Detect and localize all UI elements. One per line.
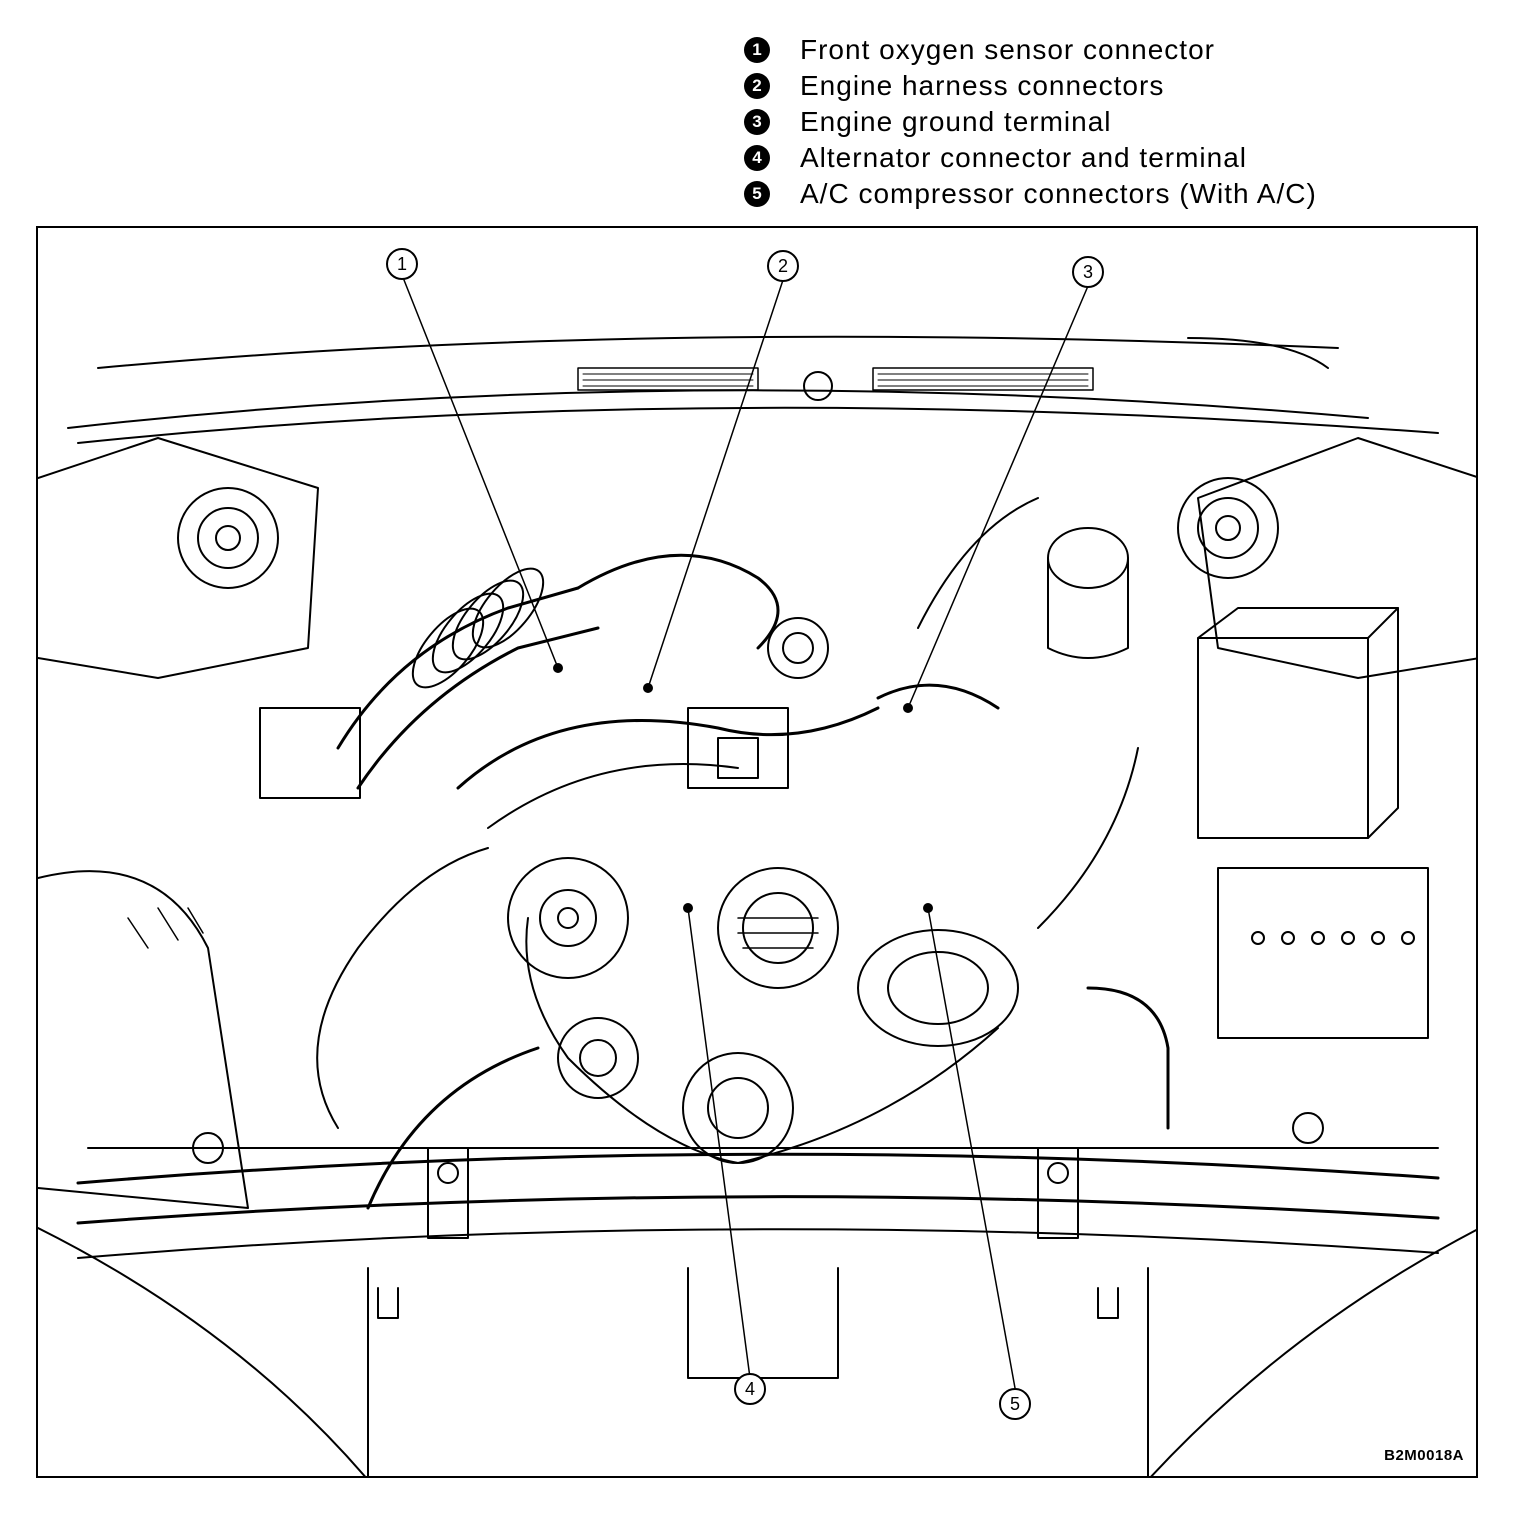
callout-2: 2 <box>767 250 799 282</box>
engine-bay-illustration <box>38 279 1476 1476</box>
legend-text-5: A/C compressor connectors (With A/C) <box>800 178 1317 209</box>
legend-number-5: 5 <box>744 181 770 207</box>
legend-text-2: Engine harness connectors <box>800 70 1165 101</box>
callout-1: 1 <box>386 248 418 280</box>
callout-4: 4 <box>734 1373 766 1405</box>
legend-text-3: Engine ground terminal <box>800 106 1112 137</box>
legend-number-4: 4 <box>744 145 770 171</box>
legend-number-3: 3 <box>744 109 770 135</box>
legend-number-1: 1 <box>744 37 770 63</box>
legend-text-1: Front oxygen sensor connector <box>800 34 1215 65</box>
legend-item-5: 5 A/C compressor connectors (With A/C) <box>744 176 1444 212</box>
legend-text-4: Alternator connector and terminal <box>800 142 1247 173</box>
legend-item-3: 3 Engine ground terminal <box>744 104 1444 140</box>
figure-code: B2M0018A <box>1384 1447 1464 1464</box>
callout-5: 5 <box>999 1388 1031 1420</box>
engine-diagram-frame: 1 2 3 4 5 B2M0018A <box>36 226 1478 1478</box>
legend-number-2: 2 <box>744 73 770 99</box>
legend-item-4: 4 Alternator connector and terminal <box>744 140 1444 176</box>
legend-item-1: 1 Front oxygen sensor connector <box>744 32 1444 68</box>
legend-item-2: 2 Engine harness connectors <box>744 68 1444 104</box>
legend: 1 Front oxygen sensor connector 2 Engine… <box>744 32 1444 212</box>
callout-3: 3 <box>1072 256 1104 288</box>
